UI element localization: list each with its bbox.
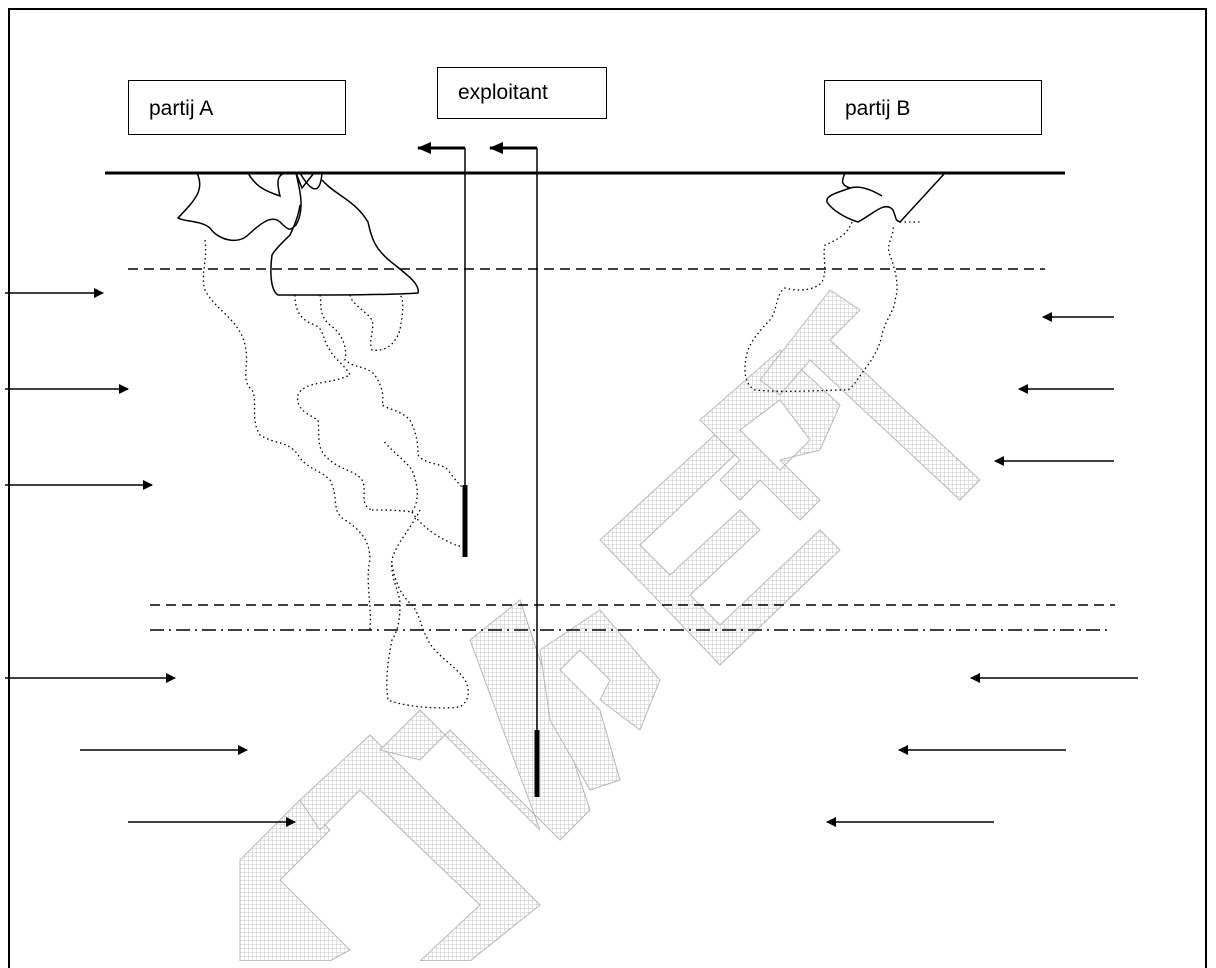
watermark-letter-c	[239, 799, 351, 961]
flow-arrows-left	[5, 288, 296, 827]
flow-arrows-right	[826, 312, 1138, 827]
contamination-source-a	[176, 172, 419, 296]
watermark	[239, 289, 981, 961]
watermark-letter-p	[699, 349, 841, 521]
watermark-letter-t	[759, 289, 981, 501]
party-b-label-box: partij B	[824, 80, 1042, 135]
contamination-source-b	[826, 172, 946, 223]
diagram-frame	[8, 8, 1207, 968]
party-b-label: partij B	[845, 97, 911, 120]
operator-label-box: exploitant	[437, 67, 607, 119]
operator-label: exploitant	[458, 81, 548, 104]
watermark-letter-c2	[539, 609, 661, 791]
monitoring-well-2	[489, 142, 540, 797]
watermark-letter-o	[299, 734, 541, 961]
party-a-label: partij A	[149, 97, 214, 120]
monitoring-well-1	[417, 142, 468, 557]
plume-b	[744, 221, 920, 392]
party-a-label-box: partij A	[128, 80, 346, 135]
plume-a	[202, 239, 469, 709]
